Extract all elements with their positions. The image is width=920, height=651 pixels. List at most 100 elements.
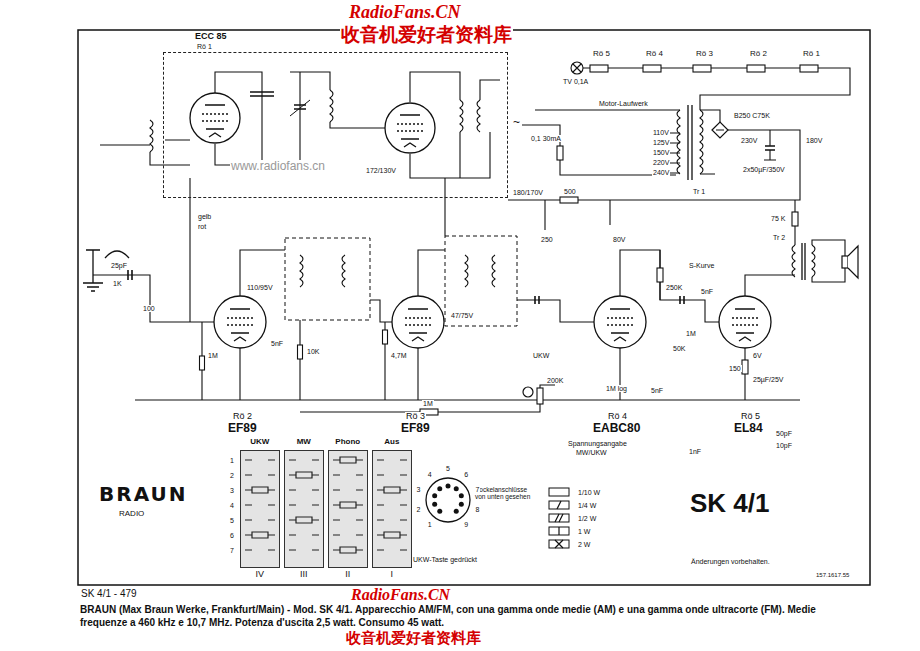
coil-symbol [677, 110, 680, 174]
jack-symbol [523, 387, 533, 397]
socket-pin [446, 484, 451, 489]
switch-contact [245, 474, 275, 475]
coil-symbol [792, 245, 795, 277]
vacuum-tube [405, 318, 431, 325]
trimmer-arrow [290, 100, 310, 116]
capacitor-symbol [128, 92, 775, 304]
component-value: 500 [563, 188, 577, 195]
legend-entry: 1/2 W [548, 513, 596, 523]
coil-symbol [465, 255, 468, 287]
component-value: 75 K [770, 215, 786, 222]
heater-symbol [800, 65, 818, 72]
socket-pin [454, 486, 459, 491]
speaker-symbol [848, 246, 858, 278]
wire [215, 72, 262, 165]
node-heading: ECC 85 [194, 32, 228, 41]
if-shield [285, 238, 370, 320]
trimmer-arrow [290, 100, 310, 116]
wattage-mark [558, 527, 559, 535]
socket-pin [432, 493, 437, 498]
switch-contact [245, 519, 275, 520]
coil-symbol [150, 120, 153, 152]
rectifier-symbol [712, 122, 728, 138]
switch-contact [377, 549, 407, 550]
component-value: 1M [685, 330, 697, 337]
transformer-core [688, 105, 805, 280]
component-value: Sockelanschlüsse von unten gesehen [474, 486, 540, 500]
component-value: 5nF [270, 340, 284, 347]
switch-contact [377, 532, 407, 538]
socket-pin [459, 502, 464, 507]
switch-contact [333, 519, 363, 520]
tube-label: Rö 4 [607, 412, 628, 421]
tube-label: Rö 2 [232, 412, 253, 421]
component-value: 172/130V [365, 167, 397, 174]
wire [444, 178, 445, 236]
switch-contacts [240, 450, 412, 568]
component-value: 240V [652, 169, 670, 176]
vacuum-tube [190, 93, 771, 348]
resistor-symbol [560, 197, 578, 203]
switch-contact [289, 534, 319, 535]
component-value: 9 [463, 521, 469, 528]
switch-panel: PhonoII [328, 450, 368, 568]
speaker-symbol [842, 256, 848, 268]
component-value: SK 4/1 - 479 [80, 589, 138, 599]
vacuum-tube [719, 296, 771, 348]
coil-symbol [330, 90, 333, 122]
component-value: 6 [463, 471, 469, 478]
component-value: 0,1 30mA [530, 135, 562, 142]
switch-contact [245, 504, 275, 505]
component-value: 250K [665, 284, 683, 291]
wire [508, 130, 800, 200]
component-value: 110/95V [246, 284, 274, 291]
component-value: 220V [652, 159, 670, 166]
component-value: 1 [229, 457, 235, 464]
wire [418, 250, 594, 322]
tube-label: Rö 3 [405, 412, 426, 421]
wire [135, 348, 800, 400]
component-value: 7 [229, 547, 235, 554]
component-value: 47/75V [450, 312, 474, 319]
tube-label: Rö 5 [592, 50, 611, 58]
lamp-symbol [571, 62, 583, 74]
component-value: 6 [229, 532, 235, 539]
resistor-symbol [537, 388, 543, 404]
component-value: 5 [229, 517, 235, 524]
heater-symbol [747, 65, 765, 72]
vacuum-tube [594, 296, 646, 348]
lamp-symbol [571, 62, 583, 74]
capacitor-symbol [765, 146, 775, 150]
switch-contact [333, 457, 363, 463]
component-value: Spannungsangabe [567, 440, 628, 447]
component-value: B250 C75K [733, 112, 771, 119]
resistor-symbol [742, 360, 748, 374]
switch-contact [377, 459, 407, 460]
component-value: 4 [229, 502, 235, 509]
component-value: 100 [142, 305, 156, 312]
component-value: 5 [445, 465, 451, 472]
wire [620, 250, 719, 322]
component-value: 150 [728, 365, 742, 372]
component-value: 2 [229, 472, 235, 479]
capacitor-symbol [535, 296, 539, 304]
switch-contact [333, 502, 363, 508]
vacuum-tube [732, 318, 758, 325]
vacuum-tube [227, 318, 253, 325]
switch-contact [377, 504, 407, 505]
component-value: 25pF [110, 262, 128, 269]
resistor-symbol [298, 345, 303, 359]
tube-label: EL84 [733, 422, 764, 434]
component-value: 157.1617.55 [815, 572, 850, 578]
transformer-core [688, 105, 805, 280]
switch-panel-fill [372, 450, 412, 568]
socket-pin [454, 509, 459, 514]
legend-swatch [548, 513, 572, 523]
vacuum-tube [397, 124, 423, 131]
tube-label: Rö 4 [645, 50, 664, 58]
switch-contact [245, 532, 275, 538]
resistor-symbol [549, 501, 569, 509]
tube-label: EF89 [400, 422, 431, 434]
